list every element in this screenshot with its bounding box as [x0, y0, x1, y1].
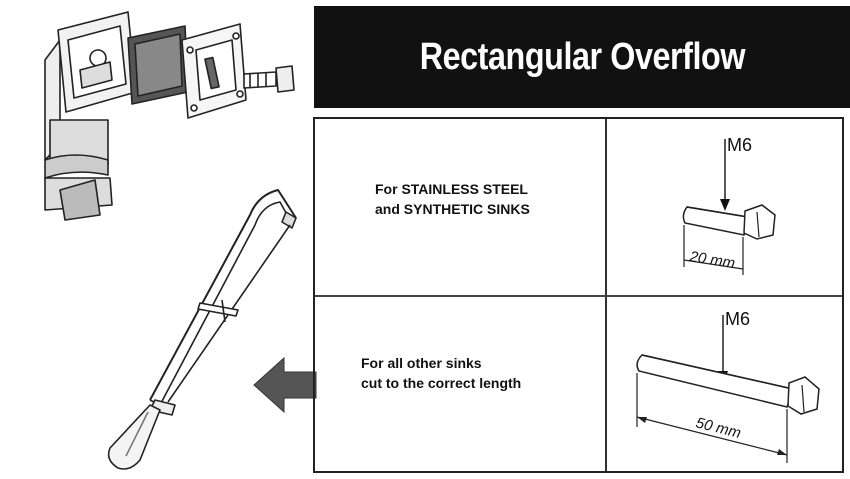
overflow-assembly-illustration: [44, 11, 295, 221]
thread-label: M6: [727, 135, 752, 155]
cell-other-sinks-text: For all other sinks cut to the correct l…: [361, 353, 521, 393]
title-banner: Rectangular Overflow: [314, 6, 850, 108]
page-title: Rectangular Overflow: [419, 35, 745, 78]
cell-stainless-text: For STAINLESS STEEL and SYNTHETIC SINKS: [375, 179, 530, 219]
cell-text-line: cut to the correct length: [361, 375, 522, 391]
cell-text-line: and SYNTHETIC SINKS: [375, 201, 530, 217]
table-divider-horizontal: [315, 295, 842, 297]
thread-label: M6: [725, 309, 750, 329]
bolt-50mm-icon: M6 50 mm: [636, 309, 820, 463]
cell-text-line: For STAINLESS STEEL: [375, 181, 528, 197]
cell-text-line: For all other sinks: [361, 355, 482, 371]
bolt-20mm-icon: M6 20 mm: [682, 135, 776, 275]
hacksaw-illustration: [107, 189, 297, 470]
instruction-table: For STAINLESS STEEL and SYNTHETIC SINKS …: [313, 117, 844, 473]
length-label: 20 mm: [687, 248, 736, 272]
arrow-left-icon: [253, 356, 317, 414]
